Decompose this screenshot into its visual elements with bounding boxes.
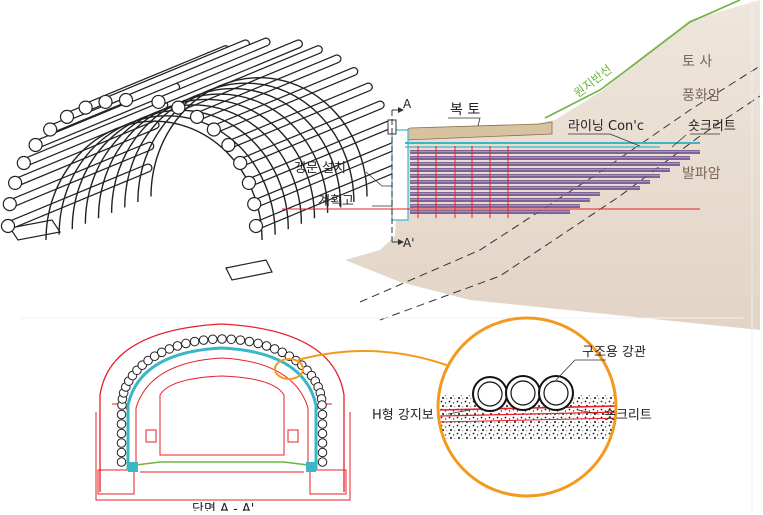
cross-section-caption: 단면 A - A' — [192, 502, 254, 511]
label-steel-pipe: 구조용 강관 — [582, 345, 646, 360]
detail-connector — [297, 350, 461, 371]
label-planned-level: 계획고 — [318, 194, 354, 209]
label-weathered-rock: 풍화암 — [682, 88, 721, 104]
longitudinal-section: A A' 복 토 갱문 설치 계획고 원지반선 라이닝 Con'c 숏크리트 토… — [282, 0, 761, 330]
label-h-beam: H형 강지보 — [372, 408, 434, 423]
label-a-prime: A' — [403, 236, 415, 250]
label-lining: 라이닝 Con'c — [568, 119, 644, 134]
label-portal-install: 갱문 설치 — [294, 161, 346, 176]
cross-section: 단면 A - A' — [95, 323, 351, 515]
label-soil: 토 사 — [682, 54, 712, 70]
label-shotcrete-top: 숏크리트 — [688, 119, 736, 134]
highlight-ellipse — [274, 358, 304, 380]
label-cover-soil: 복 토 — [450, 102, 480, 118]
original-ground-line — [544, 0, 741, 119]
label-a: A — [403, 97, 412, 111]
blasting-rock-boundary — [379, 95, 761, 321]
pipe-roof-3d-illustration — [0, 37, 401, 281]
detail-magnifier: 구조용 강관 H형 강지보 숏크리트 — [372, 316, 652, 498]
label-blasting-rock: 발파암 — [682, 166, 721, 182]
label-shotcrete-detail: 숏크리트 — [604, 408, 652, 423]
